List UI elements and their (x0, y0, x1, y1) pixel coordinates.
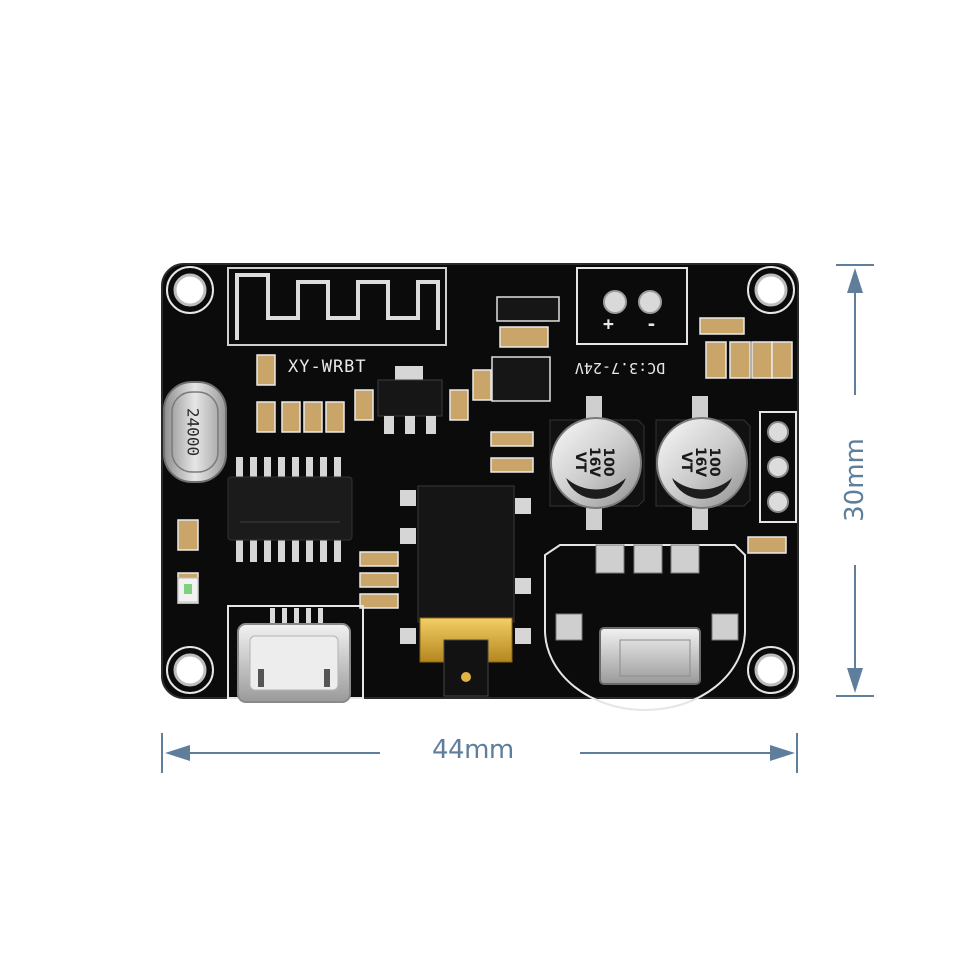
power-spec-label: DC:3.7-24V (574, 359, 666, 377)
bluetooth-antenna (227, 267, 447, 346)
mounting-holes (173, 273, 788, 687)
capacitor-2-series: VT (678, 451, 694, 473)
voltage-regulator (377, 296, 560, 434)
capacitor-1-value: 100 (600, 447, 616, 477)
pin-header (759, 411, 797, 523)
capacitor-1-label: 100 16V VT (572, 444, 616, 480)
capacitor-1-voltage: 16V (586, 446, 602, 478)
crystal-oscillator (163, 381, 227, 483)
main-ic-chip (227, 457, 353, 562)
status-led (177, 577, 199, 603)
capacitor-1-series: VT (572, 451, 588, 473)
height-dimension-arrow (836, 264, 874, 697)
width-dimension-label: 44mm (432, 735, 514, 765)
terminal-minus-label: - (646, 314, 657, 335)
pcb-board (161, 263, 799, 699)
button-area (544, 544, 746, 711)
capacitor-2-label: 100 16V VT (678, 444, 722, 480)
electrolytic-capacitor-1 (549, 396, 645, 530)
electrolytic-capacitor-2 (655, 396, 751, 530)
terminal-plus-label: + (603, 314, 614, 335)
crystal-marking: 24000 (183, 407, 203, 457)
dc-input-terminal (576, 267, 688, 345)
capacitor-2-voltage: 16V (692, 446, 708, 478)
micro-usb-port (227, 605, 364, 703)
audio-jack-3-5mm (400, 485, 531, 697)
board-model-label: XY-WRBT (288, 357, 367, 377)
width-dimension-arrow (161, 733, 798, 773)
capacitor-2-value: 100 (706, 447, 722, 477)
height-dimension-label: 30mm (840, 438, 870, 522)
